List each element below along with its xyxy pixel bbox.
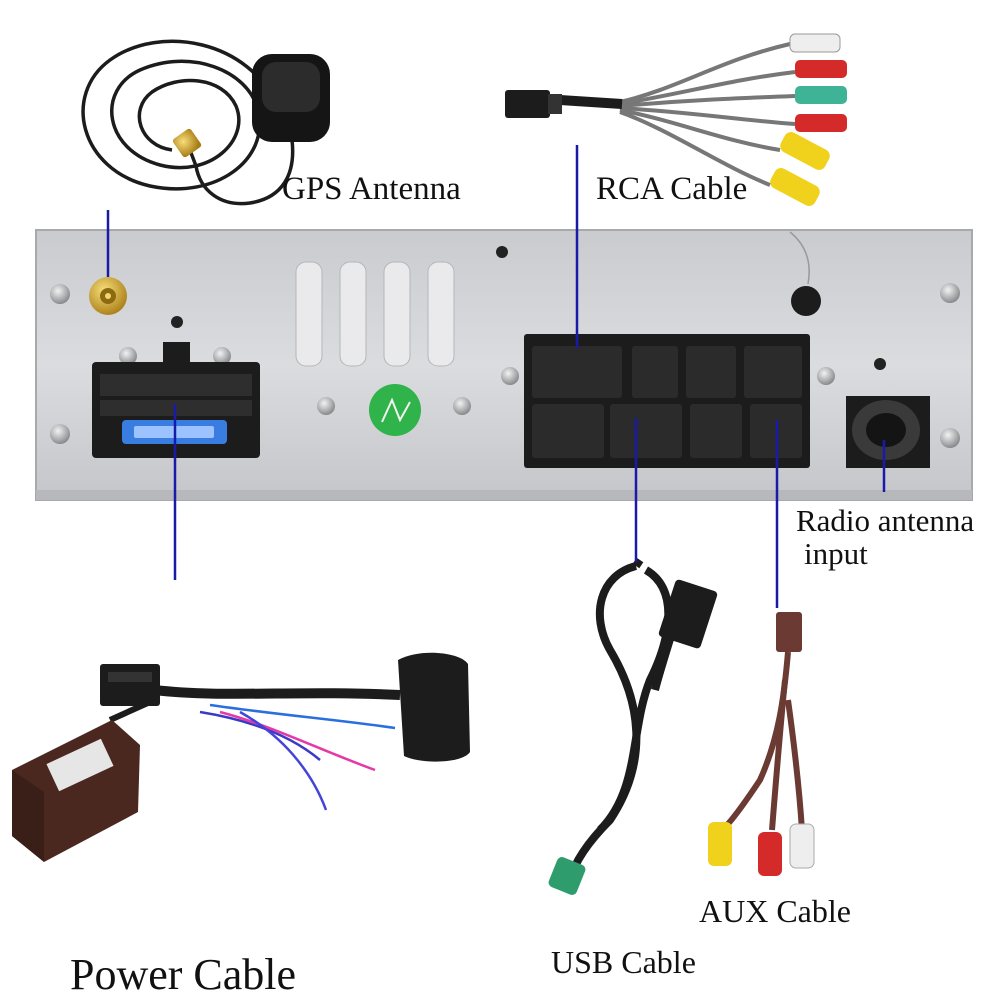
- power-cable-illustration: [12, 652, 470, 862]
- aux-cable-illustration: [708, 612, 815, 876]
- gps-antenna-label: GPS Antenna: [282, 171, 461, 207]
- radio-antenna-label-line1: Radio antenna: [796, 503, 975, 538]
- usb-plug: [658, 579, 718, 649]
- power-cable-label: Power Cable: [70, 950, 297, 999]
- power-harness-plug: [100, 664, 160, 706]
- radio-antenna-jack: [846, 396, 930, 468]
- wifi-antenna-plug: [789, 231, 821, 316]
- gps-cable-tail: [184, 139, 295, 206]
- usb-green-plug: [548, 857, 586, 895]
- gps-jack: [89, 277, 127, 315]
- green-sticker: [369, 384, 421, 436]
- rca-cable-illustration: [505, 33, 847, 206]
- gps-antenna-illustration: [81, 39, 330, 206]
- gps-cable-coil: [81, 39, 280, 191]
- radio-antenna-label-line2: input: [804, 535, 868, 571]
- usb-cable-illustration: [548, 557, 718, 895]
- power-foam-connector: [398, 652, 470, 762]
- main-connector-block: [524, 334, 810, 468]
- radio-antenna-label: Radio antenna input: [796, 503, 975, 571]
- rca-harness-plug: [505, 90, 550, 118]
- leader-lines: [106, 145, 886, 608]
- rca-cable-label: RCA Cable: [596, 171, 748, 207]
- aux-cable-label: AUX Cable: [699, 893, 851, 929]
- usb-cable-label: USB Cable: [551, 944, 696, 980]
- gps-sma-plug: [172, 128, 202, 158]
